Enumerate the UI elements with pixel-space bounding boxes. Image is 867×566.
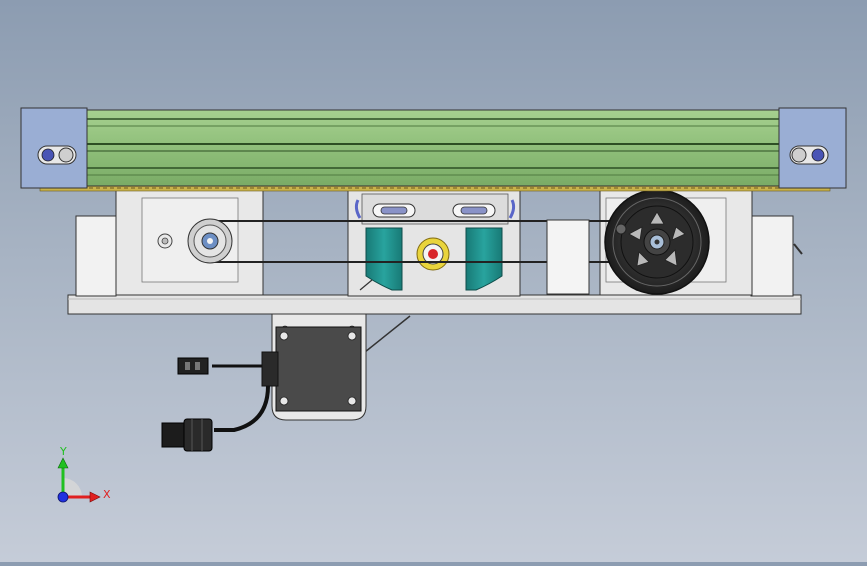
right-slot-screw[interactable] [452, 203, 496, 218]
drive-pulley[interactable] [187, 218, 233, 264]
support-rod [364, 315, 411, 353]
handwheel-icon[interactable] [604, 189, 710, 295]
right-sensor-bracket[interactable] [750, 215, 803, 297]
motor-cable [212, 364, 270, 432]
idler-bracket[interactable] [546, 219, 590, 295]
large-connector-icon[interactable] [161, 418, 213, 452]
base-plate[interactable] [67, 294, 802, 315]
conveyor-belt[interactable] [85, 109, 780, 187]
y-axis-label: Y [59, 445, 67, 458]
support-rod-upper [359, 279, 373, 291]
small-connector-icon[interactable] [177, 357, 209, 375]
left-end-cap[interactable] [20, 107, 88, 189]
right-end-cap[interactable] [778, 107, 847, 189]
z-axis-dot [57, 491, 69, 503]
x-axis-label: X [103, 488, 111, 501]
orientation-triad[interactable]: Y X [57, 445, 111, 503]
center-bearing[interactable] [416, 237, 450, 271]
left-slot-screw[interactable] [372, 203, 416, 218]
right-teal-guide[interactable] [465, 227, 503, 291]
left-teal-guide[interactable] [365, 227, 403, 291]
stepper-motor[interactable] [261, 326, 362, 412]
small-screw-icon [157, 233, 173, 249]
